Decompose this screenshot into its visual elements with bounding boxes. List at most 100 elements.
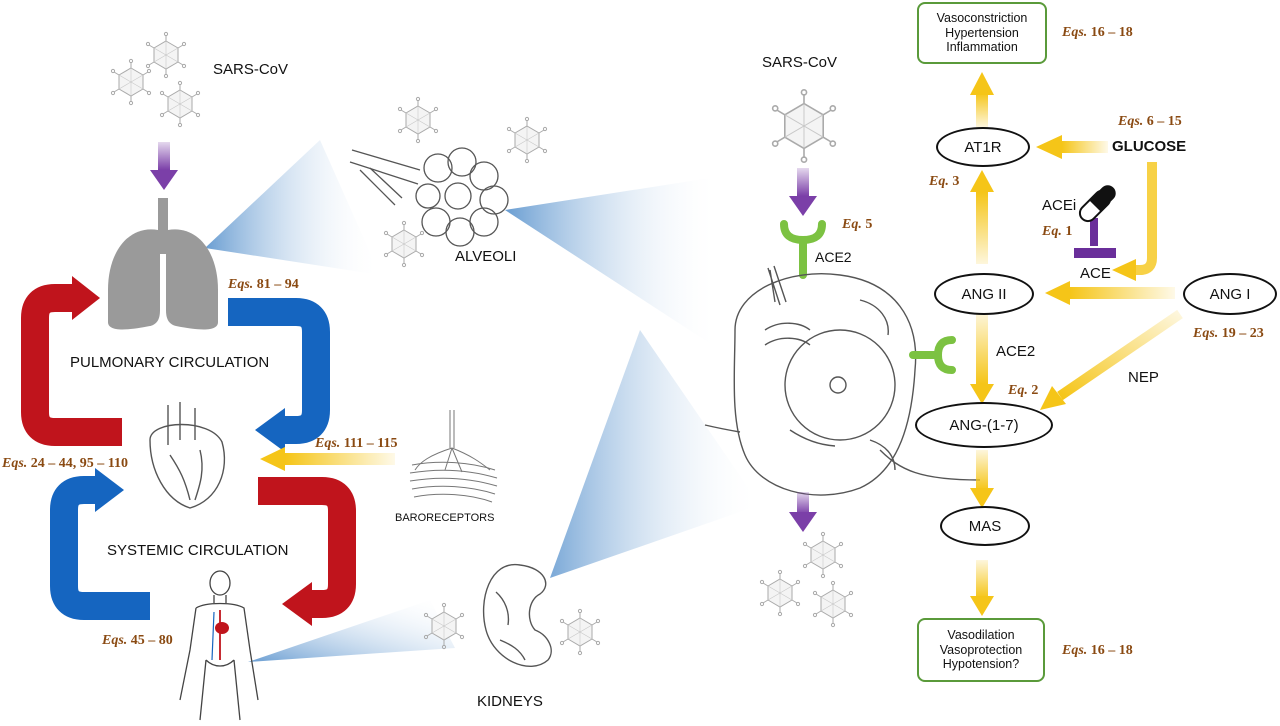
virus-icon <box>802 531 844 579</box>
eq-acei: Eq. 1 <box>1042 224 1072 240</box>
ace2-receptor-icon <box>780 220 826 279</box>
eq-baro-prefix: Eqs. <box>315 436 341 451</box>
mas-label: MAS <box>968 517 1002 535</box>
systemic-circulation-label: SYSTEMIC CIRCULATION <box>107 542 289 559</box>
eq-baroreceptors: Eqs. 111 – 115 <box>315 436 397 452</box>
cell-beam-bottom <box>550 330 760 578</box>
pulmonary-circulation-label: PULMONARY CIRCULATION <box>70 354 270 371</box>
virus-icon <box>159 80 201 128</box>
ang1-to-ang2-arrow <box>1070 287 1175 299</box>
mas-to-bottom-arrow <box>976 560 988 598</box>
eq-lungs: Eqs. 81 – 94 <box>228 277 299 293</box>
top-box-line: Hypertension <box>945 25 1019 40</box>
systemic-blue-arrow <box>50 476 150 620</box>
ace2-mid-label: ACE2 <box>996 343 1036 360</box>
eq-at1r-prefix: Eq. <box>929 174 949 189</box>
eq-ang1: Eqs. 19 – 23 <box>1193 326 1264 342</box>
pill-icon <box>1078 185 1116 223</box>
virus-icon <box>771 89 837 163</box>
eq-at1r-range: 3 <box>952 174 960 189</box>
vasodilation-box: Vasodilation Vasoprotection Hypotension? <box>917 618 1045 682</box>
eq-ang17: Eq. 2 <box>1008 383 1038 399</box>
virus-icon <box>110 58 152 106</box>
ace2-receptor-side-icon <box>909 336 956 374</box>
eq-baro-range: 111 – 115 <box>343 436 398 451</box>
virus-icon <box>506 116 548 164</box>
cell-beam-top <box>505 178 720 350</box>
acei-label: ACEi <box>1042 197 1077 214</box>
infection-arrow <box>158 142 170 170</box>
human-body-icon <box>179 570 259 721</box>
baroreceptors-label: BARORECEPTORS <box>395 512 495 524</box>
eq-ang17-prefix: Eq. <box>1008 383 1028 398</box>
eq-heart-range: 24 – 44, 95 – 110 <box>30 456 129 471</box>
vasoconstriction-box: Vasoconstriction Hypertension Inflammati… <box>917 2 1047 64</box>
eq-lungs-prefix: Eqs. <box>228 277 254 292</box>
at1r-node: AT1R <box>936 127 1030 167</box>
eq-heart-prefix: Eqs. <box>2 456 28 471</box>
ang2-node: ANG II <box>934 273 1034 315</box>
virus-icon <box>397 96 439 144</box>
ace2-top-label: ACE2 <box>815 249 852 265</box>
ang2-label: ANG II <box>961 285 1007 303</box>
ang17-to-mas-arrow <box>976 450 988 490</box>
eq-glucose: Eqs. 6 – 15 <box>1118 114 1182 130</box>
alveoli-label: ALVEOLI <box>455 248 517 265</box>
alveoli-icon <box>349 147 509 247</box>
bottom-box-line: Vasoprotection <box>939 642 1023 657</box>
eq-top-box-prefix: Eqs. <box>1062 25 1088 40</box>
glucose-label: GLUCOSE <box>1112 138 1187 155</box>
kidney-beam <box>248 600 455 662</box>
virus-icon <box>559 608 601 656</box>
ang2-to-ang17-arrow <box>976 312 988 384</box>
cell-icon <box>704 265 981 496</box>
ang1-to-ang17-arrow <box>1057 309 1183 401</box>
eq-glucose-range: 6 – 15 <box>1146 114 1182 129</box>
baroreceptor-icon <box>409 410 498 503</box>
pulmonary-red-arrow <box>21 284 122 446</box>
top-box-line: Inflammation <box>946 40 1018 55</box>
ang1-node: ANG I <box>1183 273 1277 315</box>
virus-icon <box>383 220 425 268</box>
virus-icon <box>759 569 801 617</box>
virus-label-left: SARS-CoV <box>213 61 289 78</box>
virus-exit-arrow <box>797 492 809 514</box>
eq-top-box: Eqs. 16 – 18 <box>1062 25 1133 41</box>
eq-body-range: 45 – 80 <box>130 633 173 648</box>
eq-ace2: Eq. 5 <box>842 217 872 233</box>
glucose-to-ace-arrow <box>1136 162 1157 275</box>
eq-ang17-range: 2 <box>1031 383 1039 398</box>
eq-glucose-prefix: Eqs. <box>1118 114 1144 129</box>
mas-node: MAS <box>940 506 1030 546</box>
eq-at1r: Eq. 3 <box>929 174 959 190</box>
ang1-label: ANG I <box>1209 285 1251 303</box>
virus-icon <box>812 580 854 628</box>
virus-label-right: SARS-CoV <box>762 54 838 71</box>
glucose-to-at1r-arrow <box>1062 141 1108 153</box>
top-box-line: Vasoconstriction <box>936 11 1028 26</box>
ang17-label: ANG-(1-7) <box>949 416 1019 434</box>
eq-bottom-box-range: 16 – 18 <box>1090 643 1133 658</box>
eq-heart: Eqs. 24 – 44, 95 – 110 <box>2 456 128 472</box>
eq-ace2-range: 5 <box>865 217 873 232</box>
ang17-node: ANG-(1-7) <box>915 402 1053 448</box>
alveoli-beam <box>205 140 380 275</box>
eq-bottom-box-prefix: Eqs. <box>1062 643 1088 658</box>
eq-top-box-range: 16 – 18 <box>1090 25 1133 40</box>
virus-icon <box>145 31 187 79</box>
ace-inhibition-bar <box>1090 218 1098 246</box>
systemic-red-arrow <box>258 477 356 618</box>
ace-inhibition-cap <box>1074 248 1116 258</box>
bottom-box-line: Hypotension? <box>942 657 1020 672</box>
infection-arrowhead <box>150 170 178 190</box>
eq-body: Eqs. 45 – 80 <box>102 633 173 649</box>
nep-label: NEP <box>1128 369 1159 386</box>
ang2-to-at1r-arrow <box>976 192 988 264</box>
bottom-box-line: Vasodilation <box>947 628 1015 643</box>
eq-bottom-box: Eqs. 16 – 18 <box>1062 643 1133 659</box>
kidney-icon <box>482 564 552 667</box>
at1r-label: AT1R <box>964 138 1002 156</box>
pulmonary-blue-arrow <box>228 298 330 444</box>
